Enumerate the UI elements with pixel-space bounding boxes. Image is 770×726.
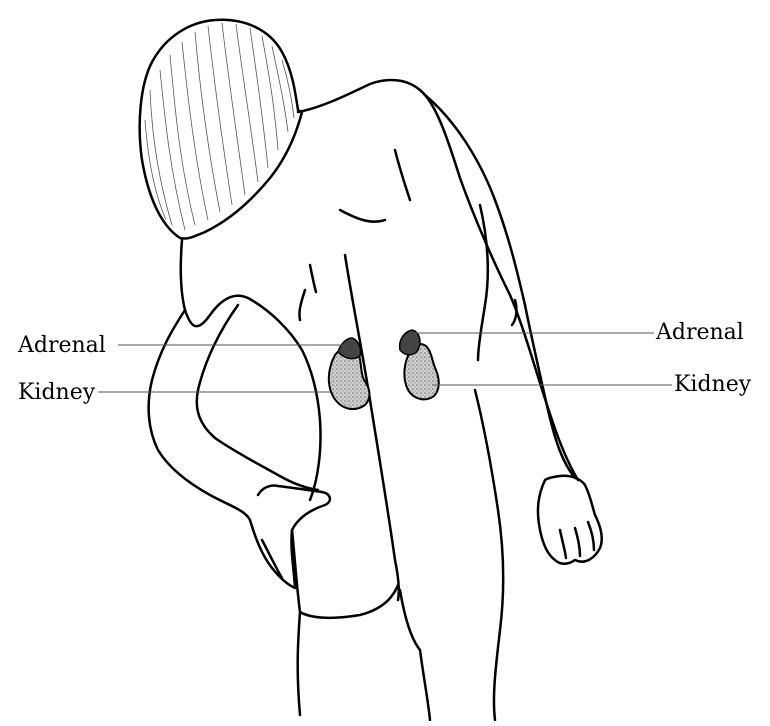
right-hand (538, 476, 602, 564)
hair (140, 20, 302, 239)
right-hip (475, 390, 503, 720)
right-adrenal-gland (400, 330, 420, 355)
left-adrenal-gland (338, 338, 361, 359)
left-kidney-label: Kidney (18, 382, 95, 404)
left-adrenal-label: Adrenal (18, 335, 106, 357)
right-kidney-label: Kidney (674, 374, 751, 396)
shoulder-line (298, 80, 578, 480)
right-adrenal-label: Adrenal (656, 322, 744, 344)
lower-back (292, 530, 398, 618)
leader-lines (98, 333, 672, 392)
buttock-crease (298, 612, 300, 715)
spine-line (345, 255, 399, 600)
left-hand (250, 485, 330, 588)
right-leg-inner (420, 650, 430, 720)
right-arm-outer (425, 95, 525, 305)
left-arm-inner (197, 305, 318, 490)
